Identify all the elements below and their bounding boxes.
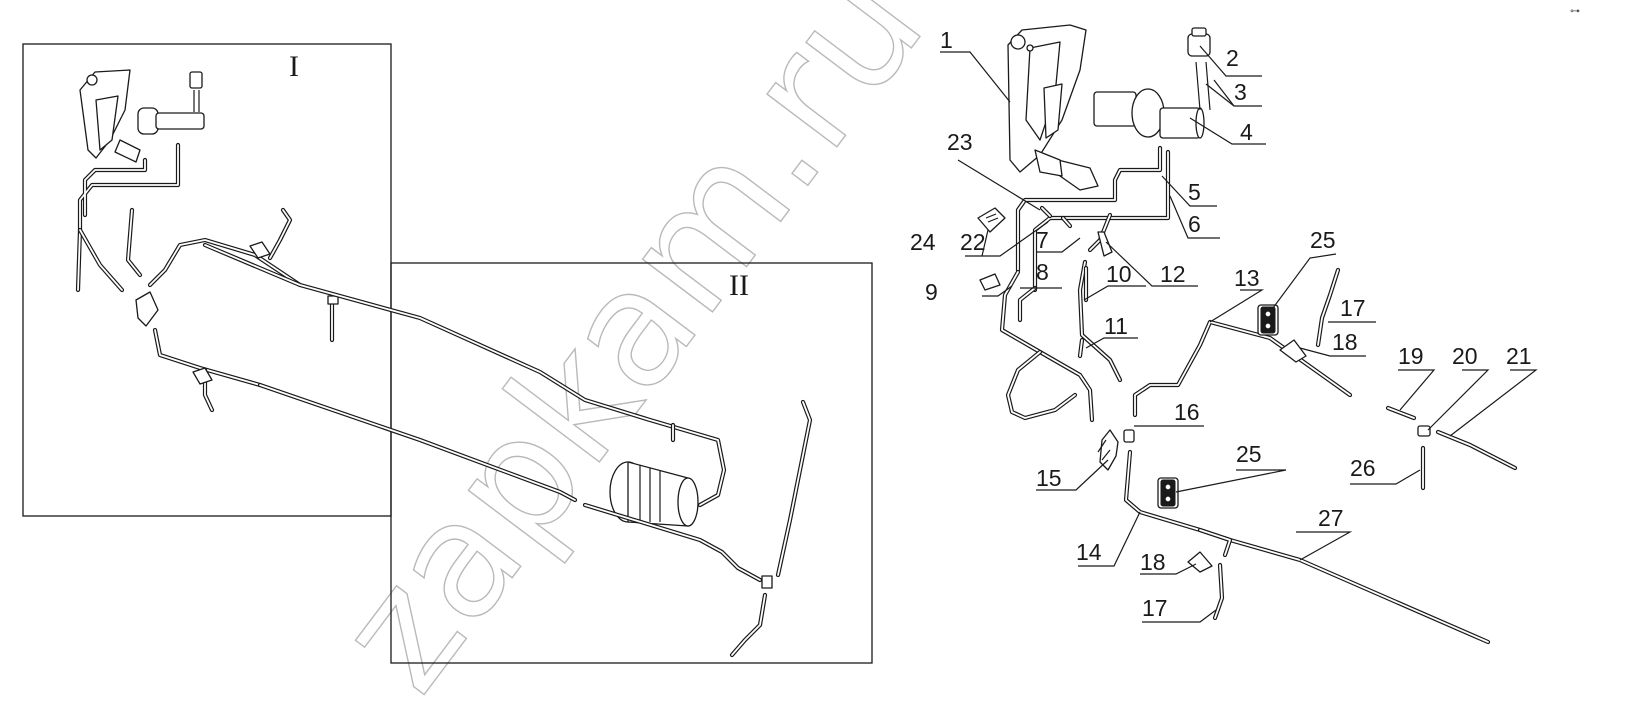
callout-19: 19 <box>1398 343 1424 369</box>
callout-18-lower: 18 <box>1140 549 1166 575</box>
callout-3: 3 <box>1234 79 1247 105</box>
corner-mark: ⊶ <box>1570 6 1580 17</box>
view-I-assembly: I <box>22 43 392 517</box>
tee-20 <box>1417 425 1431 437</box>
callout-27: 27 <box>1318 505 1344 531</box>
callout-7: 7 <box>1036 227 1049 253</box>
bracket-18-lower <box>1187 551 1213 573</box>
fluid-reservoir <box>1187 27 1211 111</box>
callout-1: 1 <box>940 27 953 53</box>
callout-21: 21 <box>1506 343 1532 369</box>
callout-9: 9 <box>925 279 938 305</box>
callout-13: 13 <box>1234 265 1260 291</box>
view-II-label: II <box>729 269 749 302</box>
callout-8: 8 <box>1036 259 1049 285</box>
callout-20: 20 <box>1452 343 1478 369</box>
brake-pipes-view-II <box>202 242 813 658</box>
callout-15: 15 <box>1036 465 1062 491</box>
fitting-16 <box>1123 429 1135 443</box>
bracket-18-upper <box>1279 339 1307 363</box>
brake-master-cylinder <box>1093 88 1205 139</box>
callout-5: 5 <box>1188 179 1201 205</box>
callout-26: 26 <box>1350 455 1376 481</box>
callout-14: 14 <box>1076 539 1102 565</box>
exploded-view: 1 2 3 4 5 6 7 8 9 10 11 12 13 14 15 16 1… <box>910 24 1538 645</box>
view-II-assembly: II <box>202 242 873 664</box>
bracket-9 <box>979 273 1001 291</box>
callout-23: 23 <box>947 129 973 155</box>
callout-17-lower: 17 <box>1142 595 1168 621</box>
callout-10: 10 <box>1106 261 1132 287</box>
grommet-25-upper <box>1257 304 1279 336</box>
grommet-25-lower <box>1157 477 1179 509</box>
brake-pedal-assembly <box>1007 24 1099 191</box>
brake-pipes-exploded <box>999 145 1518 645</box>
callout-22: 22 <box>960 229 986 255</box>
callout-11: 11 <box>1104 313 1128 339</box>
callout-25-lower: 25 <box>1236 441 1262 467</box>
pedal-assembly-small <box>79 69 141 163</box>
callout-12: 12 <box>1160 261 1186 287</box>
callout-25-upper: 25 <box>1310 227 1336 253</box>
brake-pipes-view-I <box>75 142 335 413</box>
brake-chamber <box>609 461 699 527</box>
callout-18-upper: 18 <box>1332 329 1358 355</box>
valve-15 <box>1099 429 1119 471</box>
callout-labels: 1 2 3 4 5 6 7 8 9 10 11 12 13 14 15 16 1… <box>910 27 1532 621</box>
tee-fitting-view-II <box>761 575 773 589</box>
callout-6: 6 <box>1188 211 1201 237</box>
callout-4: 4 <box>1240 119 1253 145</box>
watermark-text: zapkam.ru <box>301 0 959 717</box>
callout-17-upper: 17 <box>1340 295 1366 321</box>
callout-16: 16 <box>1174 399 1200 425</box>
clip-12 <box>1097 231 1113 257</box>
brackets-view-I <box>135 241 339 385</box>
fittings-exploded <box>977 207 1431 573</box>
callout-24: 24 <box>910 229 936 255</box>
view-I-label: I <box>289 50 299 83</box>
master-cylinder-small <box>137 71 205 135</box>
callout-2: 2 <box>1226 45 1239 71</box>
leader-lines <box>940 45 1538 623</box>
view-II-frame <box>390 262 873 664</box>
